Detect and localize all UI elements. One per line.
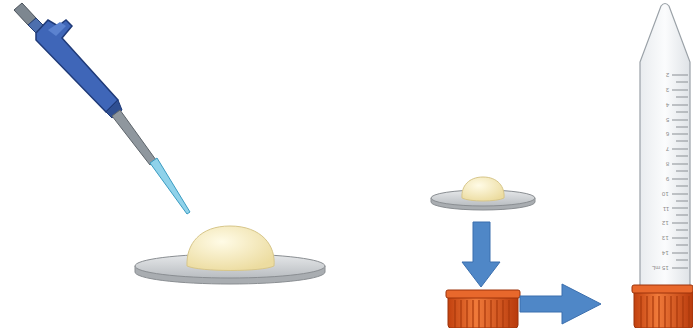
graduation-number: 11	[663, 206, 669, 212]
graduation-number: 9	[666, 176, 669, 182]
graduation-number: 14	[662, 250, 669, 256]
graduation-number: 6	[666, 131, 669, 137]
graduation-number: 8	[666, 161, 669, 167]
disc-with-drop	[135, 226, 325, 284]
graduation-number: 12	[662, 220, 669, 226]
graduation-number: 10	[662, 191, 669, 197]
graduation-number: 3	[666, 87, 669, 93]
conical-tube	[632, 4, 693, 328]
graduation-number: 7	[666, 146, 669, 152]
graduation-number: 13	[662, 235, 669, 241]
pipette	[14, 3, 190, 214]
graduation-number: 5	[666, 117, 669, 123]
flow-arrow	[462, 222, 500, 287]
graduation-number: 15 mL	[652, 265, 669, 271]
graduation-number: 2	[666, 72, 669, 78]
graduation-number: 4	[666, 102, 669, 108]
tube-cap	[446, 290, 520, 328]
flow-arrow	[520, 284, 601, 324]
disc-with-drop	[431, 177, 535, 210]
